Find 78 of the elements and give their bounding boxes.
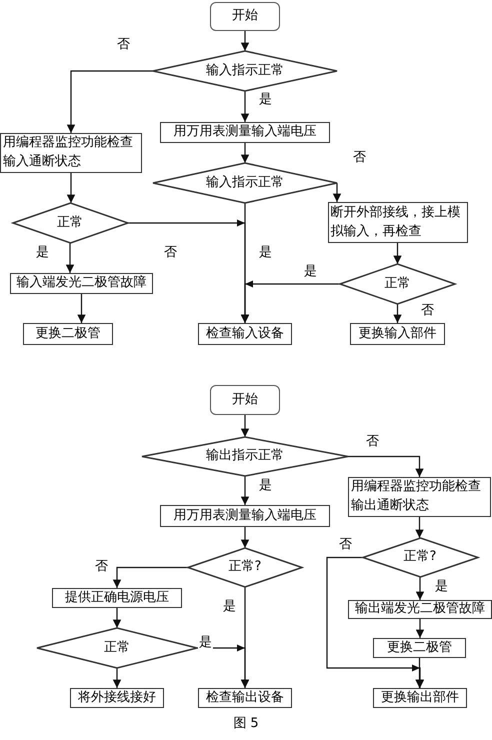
process-box	[70, 688, 164, 708]
edge-label: 是	[258, 93, 273, 108]
arrow	[240, 31, 250, 51]
step-text: 输出端发光二极管故障	[354, 600, 486, 618]
figure-caption: 图 5	[233, 716, 259, 731]
process-box	[373, 688, 467, 708]
edge-label: 是	[258, 479, 273, 494]
arrow	[416, 619, 424, 638]
step-text: 用编程器监控功能检查输出通断状态	[350, 478, 482, 515]
process-box	[198, 688, 292, 708]
step-text: 用万用表测量输入端电压	[172, 506, 318, 525]
process-box	[373, 638, 466, 658]
edge-label: 否	[163, 246, 178, 260]
arrow	[112, 668, 122, 688]
arrow	[415, 658, 424, 688]
process-box	[198, 323, 292, 345]
decision-text: 正常?	[402, 548, 438, 566]
step-text: 更换输入部件	[358, 324, 438, 343]
arrow	[66, 70, 153, 133]
start-terminal	[210, 385, 280, 415]
arrow	[415, 517, 424, 538]
decision-text: 输出指示正常	[205, 447, 285, 466]
edge-label: 否	[352, 151, 367, 166]
step-text: 更换二极管	[34, 324, 102, 343]
arrow	[197, 647, 250, 688]
process-box	[350, 323, 445, 345]
arrow	[66, 243, 74, 273]
decision-text: 正常	[56, 214, 84, 232]
step-text: 用编程器监控功能检查输入通断状态	[2, 134, 134, 171]
step-text: 检查输出设备	[205, 688, 285, 707]
step-text: 将外接线接好	[77, 688, 157, 707]
arrow	[240, 527, 250, 548]
step-text: 用万用表测量输入端电压	[172, 123, 318, 142]
arrow	[326, 556, 424, 688]
edge-label: 否	[116, 38, 131, 52]
edge-label: 否	[94, 560, 109, 574]
arrow	[416, 577, 424, 600]
arrow	[332, 183, 342, 202]
arrow	[112, 608, 122, 628]
edge-label: 是	[222, 600, 237, 614]
step-text: 提供正确电源电压	[64, 588, 170, 607]
decision-text: 输入指示正常	[205, 62, 285, 80]
process-box	[160, 122, 330, 143]
process-box	[10, 273, 153, 294]
step-text: 开始	[231, 7, 259, 26]
arrow	[348, 456, 424, 477]
start-terminal	[210, 2, 280, 31]
edge-label: 否	[338, 538, 353, 552]
step-text: 输入端发光二极管故障	[16, 274, 148, 292]
edge-label: 是	[303, 265, 318, 280]
edge-label: 否	[420, 304, 435, 318]
arrow	[112, 566, 188, 588]
step-text: 检查输入设备	[205, 324, 285, 343]
arrow	[77, 294, 86, 323]
step-text: 更换二极管	[386, 638, 453, 657]
decision-text: 正常	[384, 274, 412, 293]
edge-label: 是	[35, 246, 50, 260]
arrow	[240, 91, 250, 122]
edge-label: 是	[198, 636, 213, 650]
decision-text: 正常	[103, 638, 131, 657]
process-box	[160, 505, 330, 527]
decision-text: 输入指示正常	[205, 174, 285, 192]
edge-label: 是	[434, 580, 449, 594]
step-text: 断开外部接线，接上模拟输入，再检查	[330, 204, 462, 240]
edge-label: 是	[258, 246, 273, 260]
step-text: 开始	[231, 390, 259, 409]
decision-text: 正常?	[228, 558, 262, 576]
step-text: 更换输出部件	[380, 688, 460, 707]
arrow	[66, 173, 76, 203]
edge-label: 否	[365, 435, 380, 450]
arrow	[393, 243, 402, 264]
process-box	[23, 323, 113, 345]
arrow	[240, 283, 340, 323]
process-box	[52, 588, 182, 608]
arrow	[240, 143, 250, 163]
arrow	[240, 415, 250, 437]
arrow	[240, 476, 250, 505]
arrow	[393, 304, 402, 323]
